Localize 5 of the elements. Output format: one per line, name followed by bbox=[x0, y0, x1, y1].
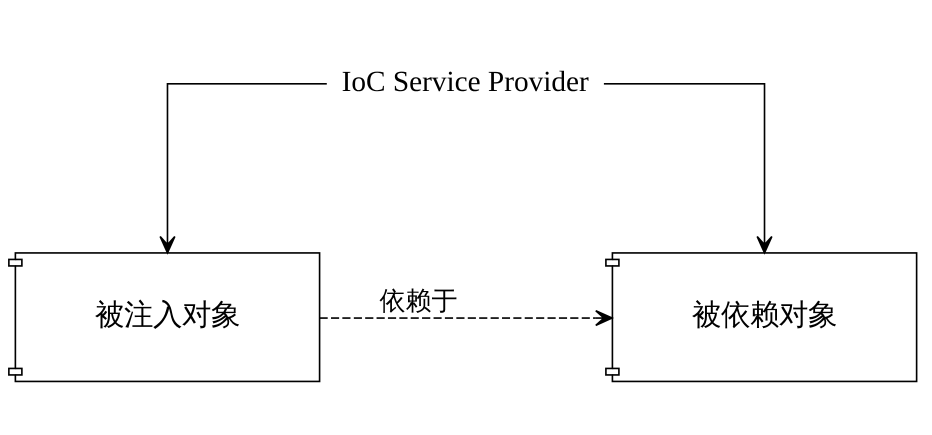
node-text: IoC Service Provider bbox=[342, 65, 589, 98]
arrow bbox=[159, 82, 327, 254]
edge-label: 依赖于 bbox=[380, 286, 458, 316]
arrow bbox=[604, 82, 773, 254]
arrow bbox=[320, 309, 613, 326]
